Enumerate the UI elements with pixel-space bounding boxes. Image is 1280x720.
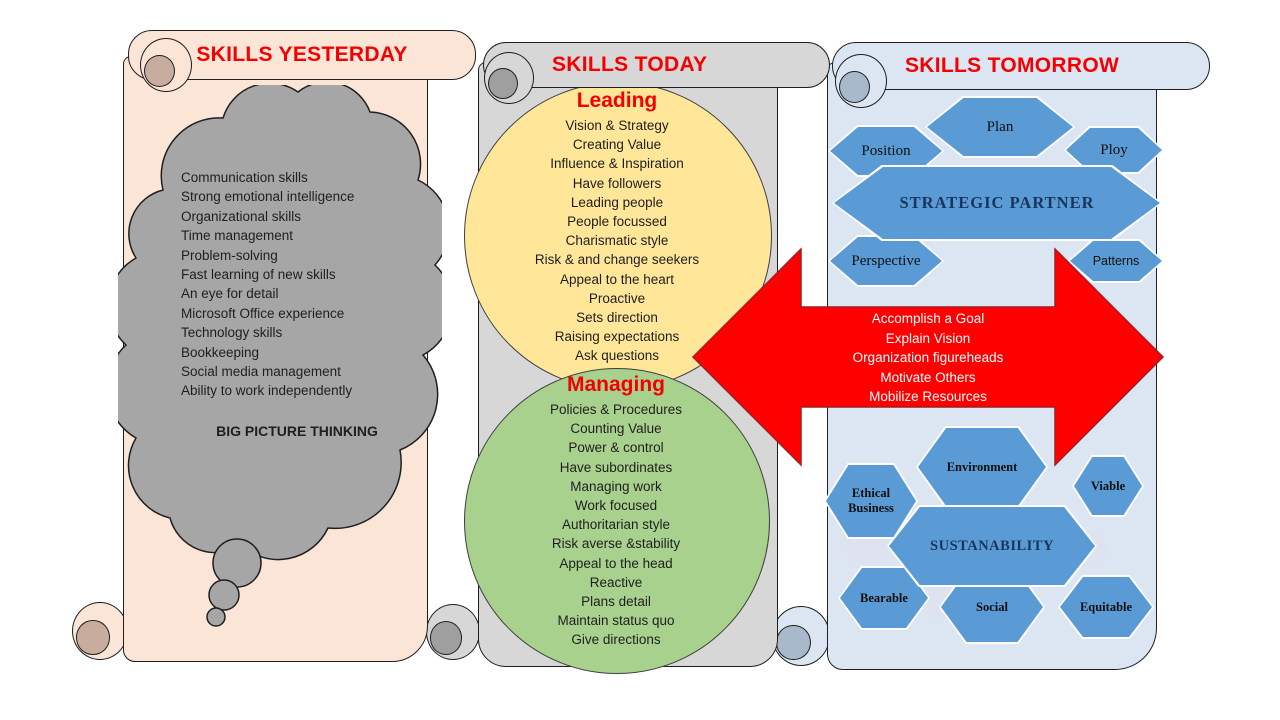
panel-title: SKILLS YESTERDAY [196, 43, 408, 66]
list-item: Risk & and change seekers [534, 252, 700, 268]
thought-cloud-icon [118, 85, 442, 627]
list-item: Technology skills [181, 325, 283, 341]
hexagon-label: Environment [946, 459, 1018, 474]
list-item: Work focused [574, 498, 658, 514]
list-item: Counting Value [570, 421, 662, 437]
hexagon-label: Ethical Business [848, 486, 894, 515]
hexagon-viable: Viable [1072, 455, 1144, 517]
list-item: Reactive [589, 574, 643, 590]
hexagon-strategic-partner: STRATEGIC PARTNER [832, 165, 1162, 241]
list-item: Managing work [570, 478, 662, 494]
list-item: Authoritarian style [561, 517, 671, 533]
hexagon-label: Social [976, 599, 1008, 614]
list-item: Microsoft Office experience [181, 305, 345, 321]
list-item: Problem-solving [181, 247, 278, 263]
hexagon-label: Bearable [860, 590, 908, 605]
hexagon-ethical-business: Ethical Business [824, 463, 918, 539]
list-item: Communication skills [181, 170, 308, 185]
list-item: Have subordinates [559, 459, 673, 475]
list-item: Ability to work independently [181, 383, 353, 399]
list-item: Accomplish a Goal [871, 311, 985, 326]
list-item: Creating Value [572, 137, 662, 153]
big-picture-thinking-label: BIG PICTURE THINKING [216, 422, 378, 439]
list-item: Give directions [571, 632, 661, 648]
double-arrow-icon [691, 247, 1165, 467]
panel-title: SKILLS TOMORROW [905, 54, 1120, 77]
list-item: An eye for detail [181, 286, 279, 302]
list-item: Ask questions [574, 348, 660, 364]
list-item: Organization figureheads [852, 350, 1004, 365]
hexagon-label: Plan [986, 118, 1014, 135]
list-item: Leading people [570, 194, 664, 210]
list-item: Plans detail [581, 594, 651, 610]
hexagon-label: STRATEGIC PARTNER [899, 193, 1095, 212]
list-item: Bookkeeping [181, 344, 260, 360]
hexagon-label: Equitable [1079, 599, 1133, 614]
scroll-curl-bottom [772, 606, 830, 666]
panel-title: SKILLS TODAY [552, 53, 708, 76]
list-item: Sets direction [576, 310, 658, 326]
list-item: Charismatic style [565, 233, 669, 249]
list-item: Power & control [568, 440, 664, 456]
scroll-curl-top [484, 52, 534, 104]
managing-circle [464, 368, 770, 674]
list-item: Risk averse &stability [551, 536, 681, 552]
list-item: People focussed [567, 214, 667, 230]
list-item: Explain Vision [885, 330, 971, 346]
list-item: Social media management [181, 364, 341, 380]
hexagon-ploy: Ploy [1064, 126, 1164, 174]
hexagon-sustainability: SUSTANABILITY [887, 505, 1097, 587]
list-item: Raising expectations [554, 329, 680, 345]
leading-heading: Leading [576, 89, 658, 112]
list-item: Appeal to the heart [559, 271, 675, 287]
hexagon-plan: Plan [925, 96, 1075, 158]
hexagon-label: Position [861, 142, 911, 159]
list-item: Maintain status quo [557, 613, 675, 629]
scroll-curl-top [140, 38, 192, 92]
list-item: Motivate Others [880, 369, 976, 385]
hexagon-environment: Environment [916, 426, 1048, 508]
list-item: Have followers [572, 175, 662, 191]
list-item: Fast learning of new skills [181, 267, 336, 283]
list-item: Proactive [588, 290, 646, 306]
list-item: Time management [181, 228, 294, 244]
list-item: Vision & Strategy [565, 118, 669, 133]
scroll-banner: SKILLS TOMORROW [832, 42, 1210, 90]
hexagon-label: Perspective [851, 252, 921, 269]
scroll-curl-bottom [72, 602, 128, 660]
scroll-banner: SKILLS TODAY [483, 42, 830, 88]
list-item: Policies & Procedures [549, 402, 683, 417]
scroll-curl-top [835, 54, 887, 108]
hexagon-perspective: Perspective [828, 235, 944, 287]
hexagon-label: Patterns [1092, 254, 1140, 268]
hexagon-label: Viable [1090, 478, 1126, 493]
list-item: Influence & Inspiration [550, 156, 684, 172]
scroll-curl-bottom [426, 604, 480, 660]
hexagon-equitable: Equitable [1058, 575, 1154, 639]
list-item: Organizational skills [181, 208, 302, 224]
hexagon-patterns: Patterns [1068, 239, 1164, 283]
list-item: Appeal to the head [559, 555, 673, 571]
list-item: Strong emotional intelligence [181, 189, 355, 205]
hexagon-label: SUSTANABILITY [930, 537, 1054, 554]
hexagon-label: Ploy [1100, 141, 1128, 158]
list-item: Mobilize Resources [869, 389, 987, 404]
managing-heading: Managing [567, 373, 665, 396]
